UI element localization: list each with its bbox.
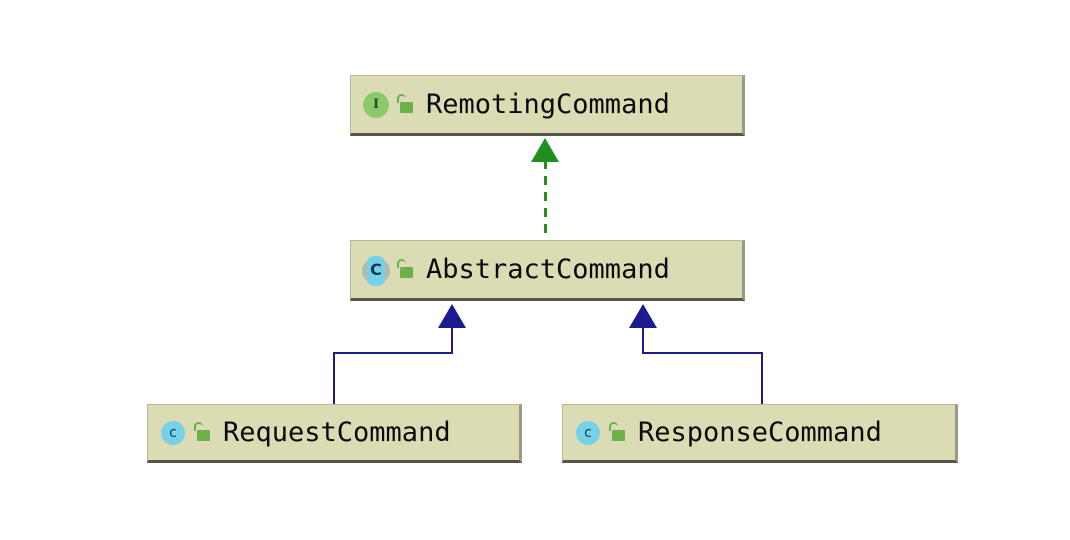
class-node-request-command[interactable]: c RequestCommand: [147, 404, 522, 463]
abstract-class-icon: C: [361, 255, 391, 286]
interface-icon: I: [361, 90, 391, 120]
generalization-request-horizontal: [333, 352, 453, 354]
generalization-request-stem: [451, 326, 453, 354]
open-padlock-icon: [396, 258, 414, 281]
generalization-response-stem: [642, 326, 644, 354]
class-node-label: RequestCommand: [223, 417, 451, 448]
class-node-abstract-command[interactable]: C AbstractCommand: [350, 240, 745, 301]
generalization-response-arrowhead-icon: [629, 304, 657, 328]
class-icon: c: [573, 418, 603, 448]
class-node-label: ResponseCommand: [638, 417, 882, 448]
realization-edge-line: [544, 160, 547, 246]
open-padlock-icon: [396, 93, 414, 116]
class-node-label: RemotingCommand: [426, 89, 670, 120]
class-icon: c: [158, 418, 188, 448]
generalization-request-arrowhead-icon: [438, 304, 466, 328]
generalization-response-riser: [761, 352, 763, 404]
open-padlock-icon: [193, 421, 211, 444]
realization-arrowhead-icon: [531, 138, 559, 162]
class-node-remoting-command[interactable]: I RemotingCommand: [350, 75, 745, 136]
open-padlock-icon: [608, 421, 626, 444]
generalization-response-horizontal: [642, 352, 763, 354]
generalization-request-riser: [333, 352, 335, 404]
class-node-label: AbstractCommand: [426, 254, 670, 285]
class-node-response-command[interactable]: c ResponseCommand: [562, 404, 958, 463]
